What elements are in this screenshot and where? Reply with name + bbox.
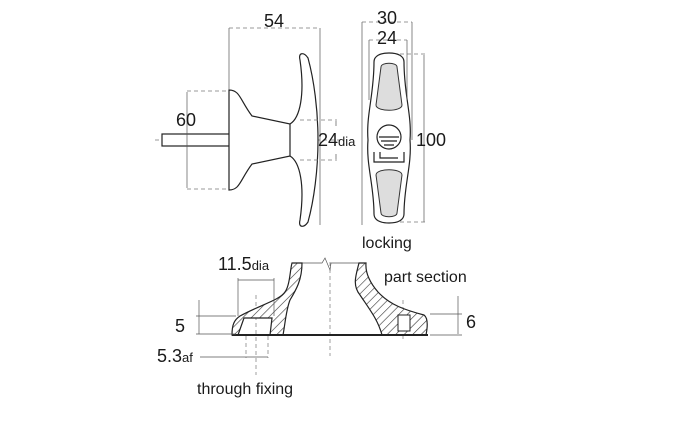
dim-60: 60	[176, 110, 196, 130]
dim-100: 100	[416, 130, 446, 150]
locking-label: locking	[362, 235, 412, 252]
dim-24dia: 24dia	[318, 130, 356, 150]
dim-5-3af: 5.3af	[157, 346, 193, 366]
part-section-label: part section	[384, 269, 467, 286]
set-screw	[397, 314, 411, 332]
through-fixing-label: through fixing	[197, 381, 293, 398]
grip-top	[375, 62, 403, 111]
shaft	[161, 133, 231, 147]
dim-6: 6	[466, 312, 476, 332]
dim-54: 54	[264, 11, 284, 31]
grip-bottom	[375, 169, 403, 218]
side-view: 54 60 24dia	[155, 11, 356, 227]
front-view: 30 24 100 locking	[361, 8, 446, 252]
dim-30: 30	[377, 8, 397, 28]
dim-5: 5	[175, 316, 185, 336]
dim-24: 24	[377, 28, 397, 48]
section-view: 11.5dia 5 6 5.3af part section through f…	[157, 254, 476, 398]
section-left	[231, 262, 303, 336]
dim-11-5dia: 11.5dia	[218, 254, 270, 274]
knob-body	[228, 53, 319, 227]
